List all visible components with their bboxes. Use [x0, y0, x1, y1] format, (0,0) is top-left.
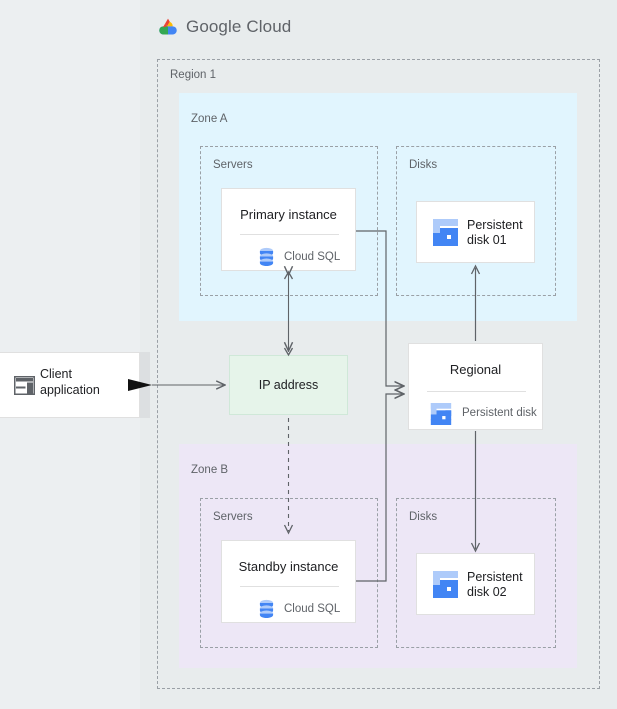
zone-b-label: Zone B: [191, 464, 229, 476]
zone-a-label: Zone A: [191, 113, 228, 125]
disks-group-a-label: Disks: [409, 159, 438, 171]
persistent-disk-02-label: Persistent disk 02: [467, 570, 523, 600]
persistent-disk-01-label: Persistent disk 01: [467, 218, 523, 248]
persistent-disk-icon: [432, 570, 459, 599]
brand-cloud: Cloud: [246, 17, 292, 36]
google-cloud-logo-icon: [156, 16, 180, 38]
primary-instance-subtitle: Cloud SQL: [284, 251, 341, 263]
servers-group-a-label: Servers: [213, 159, 253, 171]
region-label: Region 1: [170, 69, 217, 81]
persistent-disk-02-line2: disk 02: [467, 585, 507, 599]
persistent-disk-01-line1: Persistent: [467, 218, 523, 232]
disks-group-b-label: Disks: [409, 511, 438, 523]
regional-disk-title: Regional: [449, 362, 502, 377]
client-application-label: Client application: [40, 366, 100, 398]
client-application-card[interactable]: Client application: [0, 352, 140, 418]
card-divider: [427, 391, 526, 392]
persistent-disk-02-card[interactable]: Persistent disk 02: [416, 553, 535, 615]
persistent-disk-icon: [430, 402, 452, 426]
card-divider: [240, 586, 339, 587]
client-application-line1: Client: [40, 367, 72, 381]
region-boundary: [157, 59, 600, 689]
regional-disk-card[interactable]: Regional Persistent disk: [408, 343, 543, 430]
card-divider: [240, 234, 339, 235]
standby-instance-title: Standby instance: [238, 559, 339, 574]
persistent-disk-01-line2: disk 01: [467, 233, 507, 247]
standby-instance-subtitle: Cloud SQL: [284, 603, 341, 615]
browser-window-icon: [14, 376, 35, 395]
ip-address-node[interactable]: IP address: [229, 355, 348, 415]
ip-address-label: IP address: [258, 378, 319, 392]
primary-instance-card[interactable]: Primary instance Cloud SQL: [221, 188, 356, 271]
client-application-line2: application: [40, 383, 100, 397]
primary-instance-title: Primary instance: [240, 207, 337, 222]
regional-disk-subtitle: Persistent disk: [462, 407, 537, 419]
cloud-sql-icon: [258, 247, 275, 266]
persistent-disk-01-card[interactable]: Persistent disk 01: [416, 201, 535, 263]
standby-instance-card[interactable]: Standby instance Cloud SQL: [221, 540, 356, 623]
persistent-disk-02-line1: Persistent: [467, 570, 523, 584]
cloud-sql-icon: [258, 599, 275, 618]
brand-google: Google: [186, 17, 242, 36]
servers-group-b-label: Servers: [213, 511, 253, 523]
persistent-disk-icon: [432, 218, 459, 247]
